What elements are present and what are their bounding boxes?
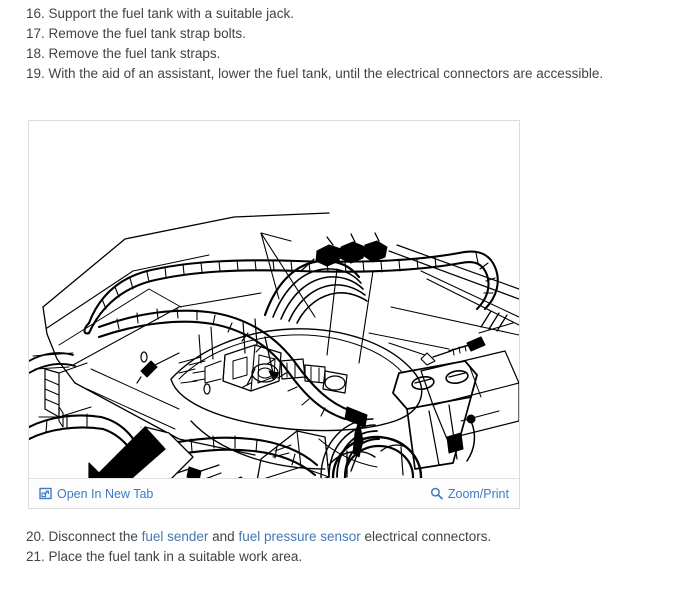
step-number: 21. — [26, 549, 45, 564]
step-text-tail: electrical connectors. — [360, 529, 492, 544]
step-number: 17. — [26, 26, 45, 41]
step-text: Remove the fuel tank straps. — [48, 46, 221, 61]
step-text-lead: Disconnect the — [48, 529, 142, 544]
step-text: With the aid of an assistant, lower the … — [48, 66, 604, 81]
step-text: Remove the fuel tank strap bolts. — [48, 26, 246, 41]
step-number: 19. — [26, 66, 45, 81]
step-number: 18. — [26, 46, 45, 61]
fuel-pressure-sensor-link[interactable]: fuel pressure sensor — [238, 529, 361, 544]
instruction-list-below: 20. Disconnect the fuel sender and fuel … — [26, 527, 666, 567]
list-item: 19. With the aid of an assistant, lower … — [26, 64, 666, 84]
external-link-icon — [39, 487, 52, 500]
figure-container: Open In New Tab Zoom/Print — [28, 120, 520, 509]
step-number: 20. — [26, 529, 45, 544]
figure-toolbar: Open In New Tab Zoom/Print — [29, 478, 519, 508]
list-item: 21. Place the fuel tank in a suitable wo… — [26, 547, 666, 567]
step-text-mid: and — [208, 529, 239, 544]
zoom-print-button[interactable]: Zoom/Print — [430, 487, 509, 501]
open-in-new-tab-button[interactable]: Open In New Tab — [39, 487, 153, 501]
figure-image[interactable] — [29, 121, 519, 478]
step-number: 16. — [26, 6, 45, 21]
list-item: 18. Remove the fuel tank straps. — [26, 44, 666, 64]
step-text: Support the fuel tank with a suitable ja… — [48, 6, 294, 21]
list-item: 16. Support the fuel tank with a suitabl… — [26, 4, 666, 24]
open-in-new-tab-label: Open In New Tab — [57, 486, 154, 501]
zoom-print-label: Zoom/Print — [447, 486, 509, 501]
fuel-sender-link[interactable]: fuel sender — [141, 529, 209, 544]
instruction-list-above: 16. Support the fuel tank with a suitabl… — [26, 4, 666, 84]
list-item: 20. Disconnect the fuel sender and fuel … — [26, 527, 666, 547]
magnifier-icon — [430, 487, 443, 500]
list-item: 17. Remove the fuel tank strap bolts. — [26, 24, 666, 44]
step-text: Place the fuel tank in a suitable work a… — [48, 549, 303, 564]
